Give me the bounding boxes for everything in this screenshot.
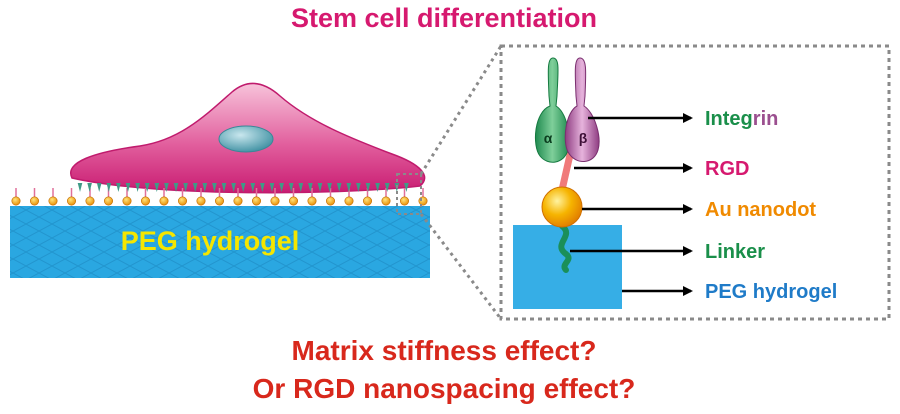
surface-nanodot [122,188,132,206]
surface-nanodot [399,188,409,206]
cell-integrin [365,183,371,192]
cell-integrin [164,183,169,192]
zoom-connector-bottom [419,213,503,320]
hydrogel-label: PEG hydrogel [121,226,300,256]
cell-integrin [221,183,227,192]
inset-integrin-beta [564,57,600,162]
surface-nanodot [159,188,169,206]
beta-symbol: β [579,130,588,146]
alpha-symbol: α [544,130,553,146]
cell-integrin [116,183,121,192]
surface-nanodot [29,188,39,206]
label-au-nanodot: Au nanodot [705,199,816,221]
cell-integrin [288,183,294,192]
surface-nanodot [270,188,280,206]
surface-nanodot [288,188,298,206]
cell-integrin [250,183,256,192]
cell-integrin [404,183,409,192]
cell-integrin [96,183,102,192]
cell-integrin [317,183,323,192]
surface-nanodot [178,188,188,206]
inset-au-nanodot [541,186,583,228]
cell-integrin [346,183,352,192]
cell-integrin [336,183,342,192]
surface-nanodot [307,188,317,206]
label-integrin-part2: rin [753,108,779,130]
cell-integrin [77,183,83,192]
title: Stem cell differentiation [291,3,597,33]
cell-integrin [279,183,284,192]
surface-nanodots [11,188,428,206]
cell-integrin [144,183,150,192]
cell-integrin [375,183,380,192]
question-line-1: Matrix stiffness effect? [292,335,597,366]
surface-nanodot [11,188,21,206]
cell-integrin [308,183,313,192]
cell-integrin [269,183,275,192]
cell-integrin [202,183,208,192]
label-linker: Linker [705,241,765,263]
surface-nanodot [67,188,77,206]
surface-nanodot [85,188,95,206]
cell-nucleus [218,125,274,153]
surface-nanodot [215,188,225,206]
cell-integrin [327,183,332,192]
surface-nanodot [196,188,206,206]
inset-integrin-alpha [534,57,570,163]
surface-nanodot [233,188,243,206]
cell-integrin [154,183,160,192]
label-rgd: RGD [705,158,749,180]
question-line-2: Or RGD nanospacing effect? [253,373,636,404]
hydrogel-slab [10,206,430,278]
cell-integrin [125,183,131,192]
surface-nanodot [325,188,335,206]
label-integrin: Integrin [705,108,778,130]
cell-integrin [298,183,304,192]
inset-linker [558,223,572,273]
cell-integrin [183,183,188,192]
label-peg-hydrogel: PEG hydrogel [705,281,837,303]
cell-integrin [260,183,265,192]
surface-nanodot [418,188,428,206]
cell-integrin [212,183,217,192]
cell-integrin [87,183,92,192]
cell-integrin [384,183,390,192]
surface-nanodot [381,188,391,206]
cell-integrin [240,183,246,192]
label-integrin-part1: Integ [705,108,753,130]
cell-integrin [135,183,140,192]
cell-integrin [173,183,179,192]
surface-nanodot [344,188,354,206]
cell-integrin [106,183,112,192]
cell-integrin [192,183,198,192]
zoom-source-box [396,173,422,215]
surface-nanodot [141,188,151,206]
zoom-connector-top [419,45,503,175]
surface-nanodot [48,188,58,206]
cell-integrin [356,183,361,192]
surface-nanodot [252,188,262,206]
cell-integrin [231,183,236,192]
